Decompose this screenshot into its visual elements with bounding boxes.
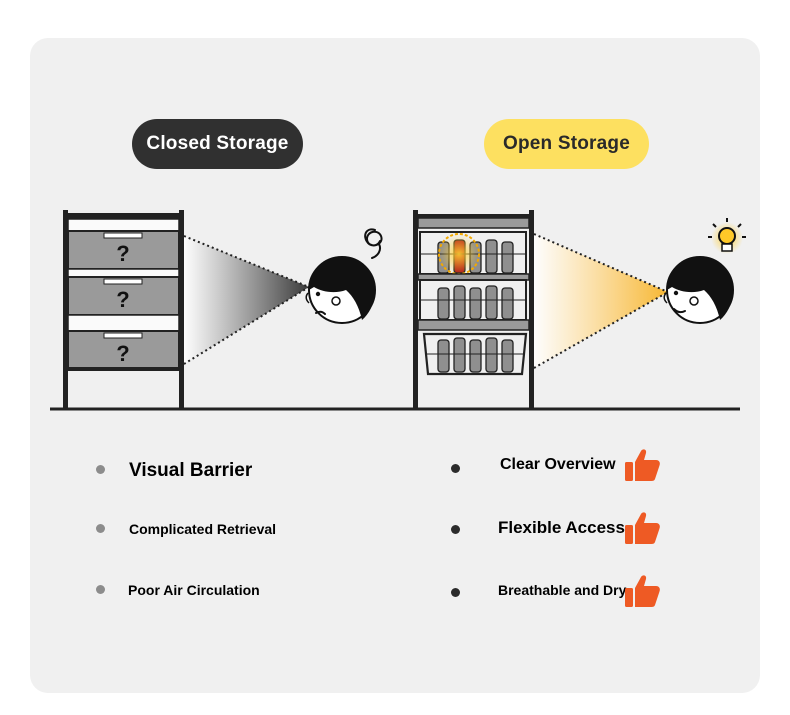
blocked-vision-cone xyxy=(184,236,309,364)
drawer-question-mark: ? xyxy=(116,287,129,312)
closed-con-poor-air-circulation: Poor Air Circulation xyxy=(128,582,260,598)
wire-basket xyxy=(419,279,527,321)
open-pro-breathable-and-dry: Breathable and Dry xyxy=(498,582,627,598)
bullet-dot xyxy=(96,585,105,594)
closed-con-visual-barrier: Visual Barrier xyxy=(129,460,253,481)
drawer xyxy=(67,276,180,316)
closed-cabinet: ? ? ? xyxy=(63,210,184,409)
bullet-dot xyxy=(96,524,105,533)
open-storage-badge: Open Storage xyxy=(484,119,649,169)
confused-scribble-icon xyxy=(364,228,383,259)
happy-face xyxy=(663,256,734,324)
confused-face xyxy=(305,256,376,324)
thumbs-up-icon xyxy=(625,449,660,481)
thumbs-up-icon xyxy=(625,512,660,544)
clear-vision-cone xyxy=(534,234,668,368)
closed-con-complicated-retrieval: Complicated Retrieval xyxy=(129,521,277,537)
bullet-dot xyxy=(451,588,460,597)
closed-storage-badge: Closed Storage xyxy=(132,119,303,169)
bullet-dot xyxy=(96,465,105,474)
drawer-question-mark: ? xyxy=(116,241,129,266)
lightbulb-icon xyxy=(708,218,746,254)
spotlight-ring xyxy=(438,233,480,275)
open-pro-clear-overview: Clear Overview xyxy=(500,456,616,473)
wire-basket xyxy=(422,332,528,376)
bullet-dot xyxy=(451,464,460,473)
bullet-dot xyxy=(451,525,460,534)
open-pro-flexible-access: Flexible Access xyxy=(498,518,625,537)
open-rack xyxy=(413,210,534,409)
drawer-question-mark: ? xyxy=(116,341,129,366)
thumbs-up-icon xyxy=(625,575,660,607)
